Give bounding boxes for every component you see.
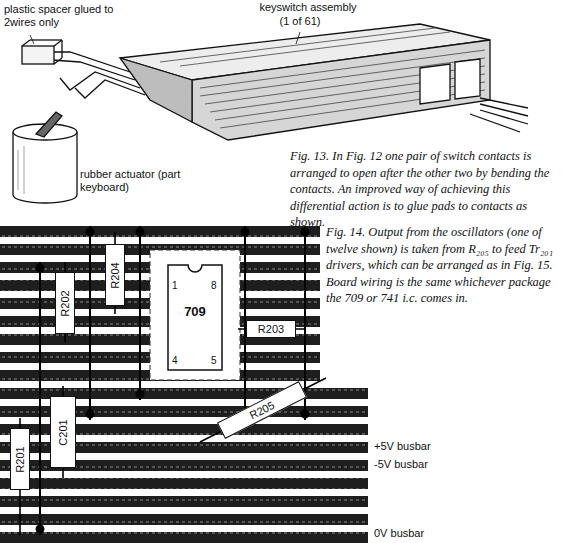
part-name: R201 xyxy=(15,446,26,472)
callout-label: -5V busbar xyxy=(374,458,428,471)
figure-caption: Fig. 13. In Fig. 12 one pair of switch c… xyxy=(290,148,558,231)
part-name: 709 xyxy=(184,305,206,318)
callout-label: 0V busbar xyxy=(374,527,424,540)
solder-joint xyxy=(242,229,249,236)
part-name: R203 xyxy=(258,324,284,335)
ic-label-box: 709 xyxy=(172,300,218,322)
callout-label: plastic spacer glued to 2wires only xyxy=(4,3,122,28)
copper-strip xyxy=(0,226,320,237)
callout-label: (1 of 61) xyxy=(270,15,330,28)
solder-joint xyxy=(87,411,94,418)
part-name: R204 xyxy=(110,262,121,288)
copper-strip xyxy=(0,532,368,543)
resistor-symbol: R201 xyxy=(10,428,30,490)
link-wire xyxy=(89,226,91,420)
link-wire xyxy=(139,226,141,400)
copper-strip xyxy=(0,496,368,507)
pin-number: 8 xyxy=(210,280,218,292)
link-wires xyxy=(37,226,309,535)
link-wire xyxy=(39,262,41,535)
resistor-symbol: R202 xyxy=(55,272,75,334)
capacitor-symbol: C201 xyxy=(50,396,76,468)
ic-body xyxy=(168,265,222,370)
callout-label: +5V busbar xyxy=(374,440,431,453)
callout-label: rubber actuator (part keyboard) xyxy=(80,168,200,193)
part-name: C201 xyxy=(58,419,69,445)
solder-joint xyxy=(87,229,94,236)
solder-joint xyxy=(137,391,144,398)
pin-number: 1 xyxy=(171,280,179,292)
solder-joint xyxy=(302,229,309,236)
solder-joint xyxy=(137,229,144,236)
copper-strips xyxy=(0,226,368,543)
solder-joint xyxy=(302,411,309,418)
callout-label: keyswitch assembly xyxy=(248,1,368,14)
pin-number: 5 xyxy=(210,355,218,367)
pin-number: 4 xyxy=(171,355,179,367)
ic-outline xyxy=(150,250,240,380)
solder-joint xyxy=(37,265,44,272)
part-name: R205 xyxy=(248,399,276,421)
component-leads xyxy=(20,232,326,535)
part-name: R202 xyxy=(60,290,71,316)
copper-strip xyxy=(0,514,368,525)
solder-joint xyxy=(37,526,44,533)
resistor-symbol: R203 xyxy=(246,320,296,338)
figure-caption: Fig. 14. Output from the oscillators (on… xyxy=(326,224,560,307)
resistor-symbol: R204 xyxy=(105,244,125,306)
copper-strip xyxy=(0,478,368,489)
